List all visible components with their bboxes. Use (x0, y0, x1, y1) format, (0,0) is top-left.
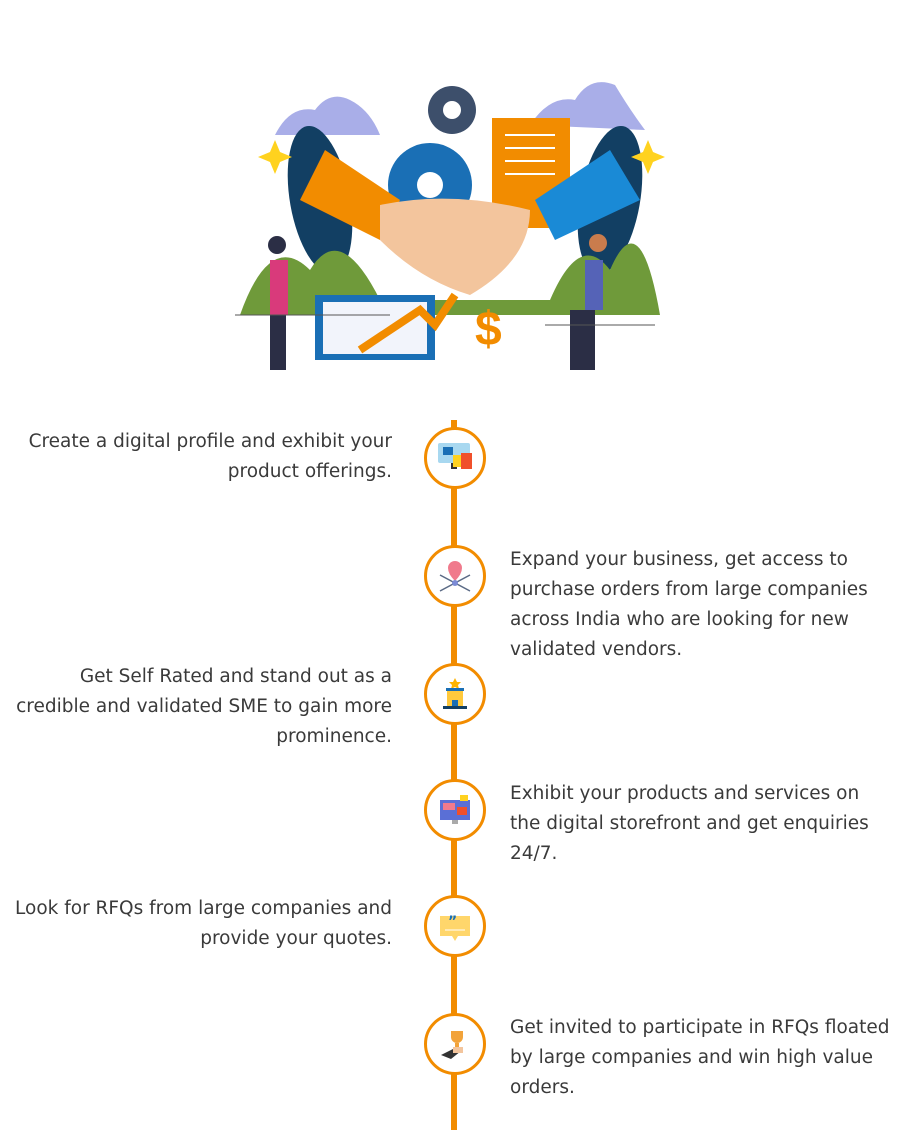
trophy-win-icon (424, 1013, 486, 1075)
handshake-illustration: $ (230, 70, 670, 380)
quote-message-icon: ” (424, 895, 486, 957)
timeline-text-3: Get Self Rated and stand out as a credib… (16, 666, 392, 747)
digital-storefront-icon (424, 779, 486, 841)
timeline-text-1: Create a digital profile and exhibit you… (28, 431, 392, 482)
timeline-text-2: Expand your business, get access to purc… (510, 549, 868, 660)
location-expand-icon (424, 545, 486, 607)
online-shop-icon (424, 427, 486, 489)
timeline-text-4: Exhibit your products and services on th… (510, 783, 869, 864)
svg-text:$: $ (475, 303, 502, 356)
timeline-text-6: Get invited to participate in RFQs float… (510, 1017, 890, 1098)
timeline-text-5: Look for RFQs from large companies and p… (15, 898, 392, 949)
rated-building-icon (424, 663, 486, 725)
timeline-line (451, 420, 457, 1130)
svg-text:”: ” (448, 914, 457, 930)
